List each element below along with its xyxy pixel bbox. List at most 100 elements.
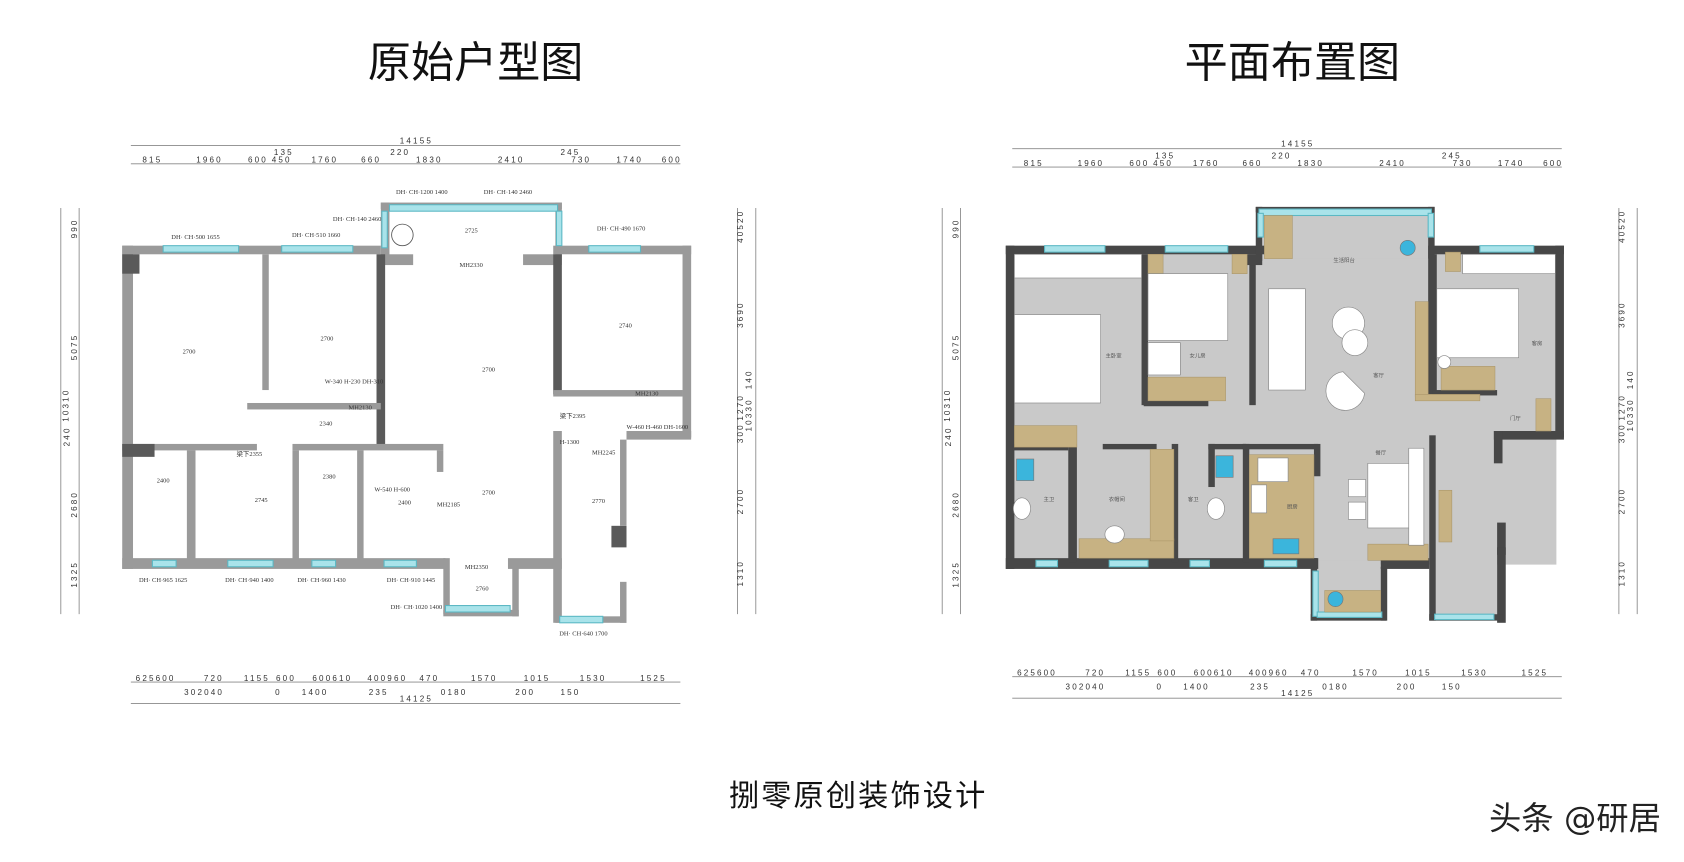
dim: 245 — [560, 148, 580, 157]
door-height: MH2245 — [592, 450, 615, 457]
ceiling-height: 2400 — [157, 478, 170, 485]
dim: 235 — [1250, 683, 1270, 692]
window-spec: DH· CH·510 1660 — [292, 232, 340, 239]
beam-height: 梁下2395 — [560, 411, 586, 420]
dim: 220 — [390, 148, 410, 157]
room-label: 客厅 — [1373, 371, 1384, 379]
dim-total: 14155 — [400, 136, 433, 145]
dim: 3690 — [736, 301, 745, 328]
dim: 1525 — [1522, 669, 1549, 678]
dim-total: 10330 — [744, 398, 753, 431]
dim: 240 — [62, 426, 71, 446]
dim: 245 — [1442, 151, 1462, 160]
original-plan-top-dimensions: 14155 135 220 245 815 1960 600 450 1760 … — [130, 136, 682, 165]
dim: 1740 — [1498, 159, 1525, 168]
dim: 40520 — [1617, 210, 1626, 243]
dim: 2680 — [70, 491, 79, 518]
dim: 300 — [1617, 423, 1626, 443]
dim: 470 — [419, 674, 439, 683]
dim-total: 10310 — [61, 389, 70, 422]
door-height: MH2350 — [465, 564, 488, 571]
dim: 220 — [1272, 151, 1292, 160]
room-label: 厨房 — [1287, 503, 1298, 511]
dim: 600 — [1157, 669, 1177, 678]
dim: 815 — [1024, 159, 1044, 168]
door-height: H-1300 — [560, 439, 580, 446]
dim: 660 — [361, 156, 381, 165]
original-plan-bottom-dimensions: 625600 720 1155 600 600610 400960 470 15… — [130, 674, 681, 705]
dim: 1530 — [1461, 669, 1488, 678]
window-spec: DH· CH·1020 1400 — [391, 604, 443, 611]
dim: 600 — [662, 156, 682, 165]
dim: 600610 — [1194, 669, 1234, 678]
dim-total: 14125 — [1281, 689, 1314, 698]
dim: 135 — [1155, 151, 1175, 160]
room-label: 客房 — [1532, 339, 1543, 347]
dim-total: 14155 — [1281, 140, 1314, 149]
dim: 730 — [1453, 159, 1473, 168]
dim: 720 — [1085, 669, 1105, 678]
dim: 0180 — [441, 688, 468, 697]
ceiling-height: 2340 — [319, 421, 332, 428]
dim: 150 — [1442, 683, 1462, 692]
dim: 1310 — [736, 560, 745, 587]
dim: 1015 — [524, 674, 551, 683]
dim: 1270 — [736, 394, 745, 421]
room-label: 客卫 — [1188, 495, 1199, 503]
dim-total: 14125 — [400, 694, 433, 703]
dim: 1325 — [70, 561, 79, 588]
dim: 5075 — [70, 334, 79, 361]
ceiling-height: 2740 — [619, 323, 632, 330]
dim: 450 — [272, 156, 292, 165]
dim: 600 — [1129, 159, 1149, 168]
dim: 450 — [1153, 159, 1173, 168]
dim: 400960 — [367, 674, 407, 683]
title-original-plan: 原始户型图 — [368, 39, 583, 89]
dim: 1400 — [302, 688, 329, 697]
dim: 1155 — [1125, 669, 1151, 678]
dim: 0180 — [1322, 683, 1349, 692]
window-spec: DH· CH·140 2460 — [333, 216, 381, 223]
ceiling-height: 2770 — [592, 498, 605, 505]
dim: 1015 — [1405, 669, 1432, 678]
dim-total: 10330 — [1626, 398, 1635, 431]
ceiling-height: 2700 — [482, 490, 495, 497]
dim: 0 — [1157, 683, 1164, 692]
watermark: 头条 @研居 — [1489, 800, 1661, 838]
beam-height: 梁下2355 — [236, 449, 262, 458]
dim: 990 — [70, 218, 79, 238]
title-layout-plan: 平面布置图 — [1185, 39, 1400, 89]
window-spec: DH· CH·1200 1400 — [396, 189, 448, 196]
designer-credit: 捌零原创装饰设计 — [729, 779, 988, 814]
layout-floor-plan: 主卧室 女儿房 生活阳台 客厅 客房 门厅 餐厅 厨房 主卫 衣帽间 客卫 — [1005, 206, 1564, 623]
window-spec: DH· CH·500 1655 — [171, 234, 219, 241]
dim: 150 — [560, 688, 580, 697]
dim: 1760 — [312, 156, 339, 165]
dim: 240 — [944, 426, 953, 446]
layout-plan-left-dimensions: 10310 990 5075 240 2680 1325 — [941, 207, 961, 615]
dim: 1830 — [1297, 159, 1324, 168]
dim: 815 — [142, 156, 162, 165]
original-floor-plan: 2700 2700 2725 2740 2700 2340 2400 2745 … — [122, 189, 692, 638]
ceiling-height: 2700 — [183, 348, 196, 355]
dim: 1155 — [244, 674, 270, 683]
dim: 730 — [571, 156, 591, 165]
dim: 2410 — [498, 156, 525, 165]
dim: 2700 — [1617, 488, 1626, 515]
room-label: 餐厅 — [1375, 449, 1386, 457]
dim: 140 — [1626, 369, 1635, 389]
dim: 400960 — [1249, 669, 1289, 678]
ceiling-height: 2380 — [323, 473, 336, 480]
opening-size: W-540 H-600 — [374, 486, 410, 493]
dim: 1740 — [616, 156, 643, 165]
dim: 600 — [248, 156, 268, 165]
dim: 300 — [736, 423, 745, 443]
dim: 302040 — [184, 688, 224, 697]
window-spec: DH· CH·960 1430 — [297, 577, 345, 584]
original-plan-left-dimensions: 10310 990 5075 240 2680 1325 — [60, 207, 80, 615]
dim: 1570 — [1352, 669, 1379, 678]
dim: 1310 — [1617, 560, 1626, 587]
layout-plan-right-dimensions: 40520 3690 140 1270 300 10330 2700 1310 — [1617, 207, 1638, 615]
dim: 5075 — [951, 334, 960, 361]
door-height: MH2130 — [349, 404, 372, 411]
